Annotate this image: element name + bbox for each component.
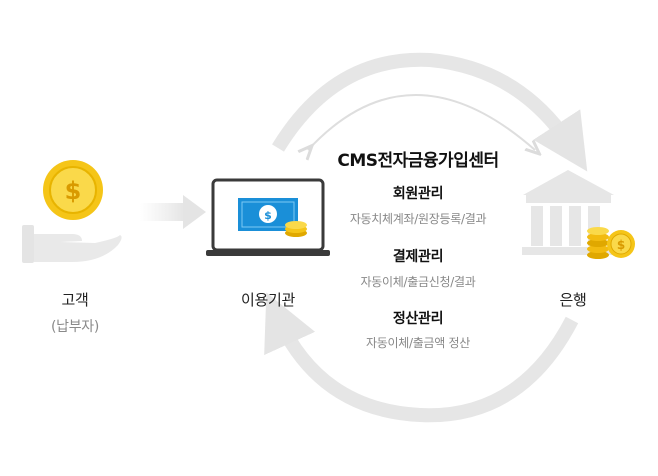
customer-sublabel: (납부자) — [50, 319, 100, 335]
hand-icon — [22, 225, 122, 263]
top-cycle-arrow — [272, 52, 588, 172]
section-detail-settlement: 자동이체/출금액 정산 — [366, 336, 470, 350]
bottom-cycle-arrow — [264, 292, 579, 423]
institution-label: 이용기관 — [240, 291, 295, 309]
svg-text:$: $ — [264, 209, 272, 222]
small-coin-stack-icon — [285, 221, 307, 237]
svg-text:$: $ — [617, 238, 625, 252]
inner-two-way-arc — [308, 94, 535, 150]
customer-label: 고객 — [61, 291, 89, 309]
center-title: CMS전자금융가입센터 — [337, 151, 499, 171]
bank-label: 은행 — [559, 291, 587, 309]
svg-text:$: $ — [65, 177, 82, 205]
bank-coins-icon: $ — [587, 227, 635, 259]
section-detail-payment: 자동이체/출금신청/결과 — [360, 275, 476, 289]
section-heading-payment: 결제관리 — [392, 249, 444, 265]
section-detail-member: 자동치체계좌/원장등록/결과 — [349, 212, 487, 226]
bank-building-icon — [522, 170, 614, 255]
customer-to-institution-arrow — [140, 195, 206, 229]
section-heading-member: 회원관리 — [392, 186, 444, 202]
coin-icon: $ — [43, 160, 103, 220]
section-heading-settlement: 정산관리 — [392, 311, 444, 327]
